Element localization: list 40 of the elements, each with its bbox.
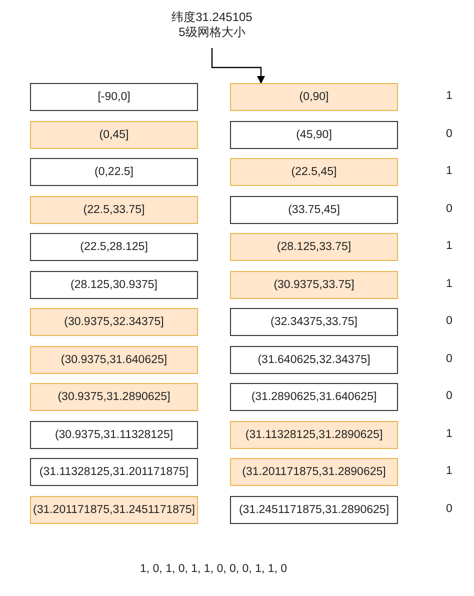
interval-box: (45,90]: [230, 120, 398, 148]
interval-box: (31.2451171875,31.2890625]: [230, 496, 398, 524]
annotation-text: 纬度31.245105: [170, 10, 254, 25]
interval-box: (31.201171875,31.2451171875]: [30, 496, 198, 524]
interval-box: (0,45]: [30, 120, 198, 148]
bit-sequence: 1, 0, 1, 0, 1, 1, 0, 0, 0, 1, 1, 0: [140, 563, 288, 575]
arrow: [211, 48, 265, 84]
interval-box: (0,90]: [230, 83, 398, 111]
interval-box: (22.5,45]: [230, 158, 398, 186]
interval-box: (31.201171875,31.2890625]: [230, 458, 398, 486]
interval-box: (0,22.5]: [30, 158, 198, 186]
interval-box: [-90,0]: [30, 83, 198, 111]
bit-value: 0: [446, 352, 452, 364]
bit-value: 0: [446, 390, 452, 402]
bit-value: 0: [446, 128, 452, 140]
bit-value: 0: [446, 315, 452, 327]
interval-box: (22.5,28.125]: [30, 233, 198, 261]
bit-value: 0: [446, 202, 452, 214]
interval-box: (30.9375,31.11328125]: [30, 420, 198, 448]
bit-value: 1: [446, 165, 452, 177]
bit-value: 1: [446, 240, 452, 252]
interval-box: (31.640625,32.34375]: [230, 346, 398, 374]
interval-box: (28.125,30.9375]: [30, 270, 198, 298]
interval-box: (30.9375,31.640625]: [30, 346, 198, 374]
bit-value: 0: [446, 502, 452, 514]
interval-box: (30.9375,33.75]: [230, 270, 398, 298]
interval-box: (31.11328125,31.2890625]: [230, 420, 398, 448]
interval-box: (32.34375,33.75]: [230, 308, 398, 336]
interval-box: (28.125,33.75]: [230, 233, 398, 261]
bit-value: 1: [446, 465, 452, 477]
interval-box: (33.75,45]: [230, 196, 398, 224]
annotation-text: 5级网格大小: [178, 25, 246, 40]
interval-box: (31.2890625,31.640625]: [230, 383, 398, 411]
interval-box: (30.9375,31.2890625]: [30, 383, 198, 411]
bit-value: 1: [446, 90, 452, 102]
bit-value: 1: [446, 278, 452, 290]
bit-value: 1: [446, 428, 452, 440]
interval-box: (22.5,33.75]: [30, 196, 198, 224]
interval-box: (31.11328125,31.201171875]: [30, 458, 198, 486]
interval-box: (30.9375,32.34375]: [30, 308, 198, 336]
